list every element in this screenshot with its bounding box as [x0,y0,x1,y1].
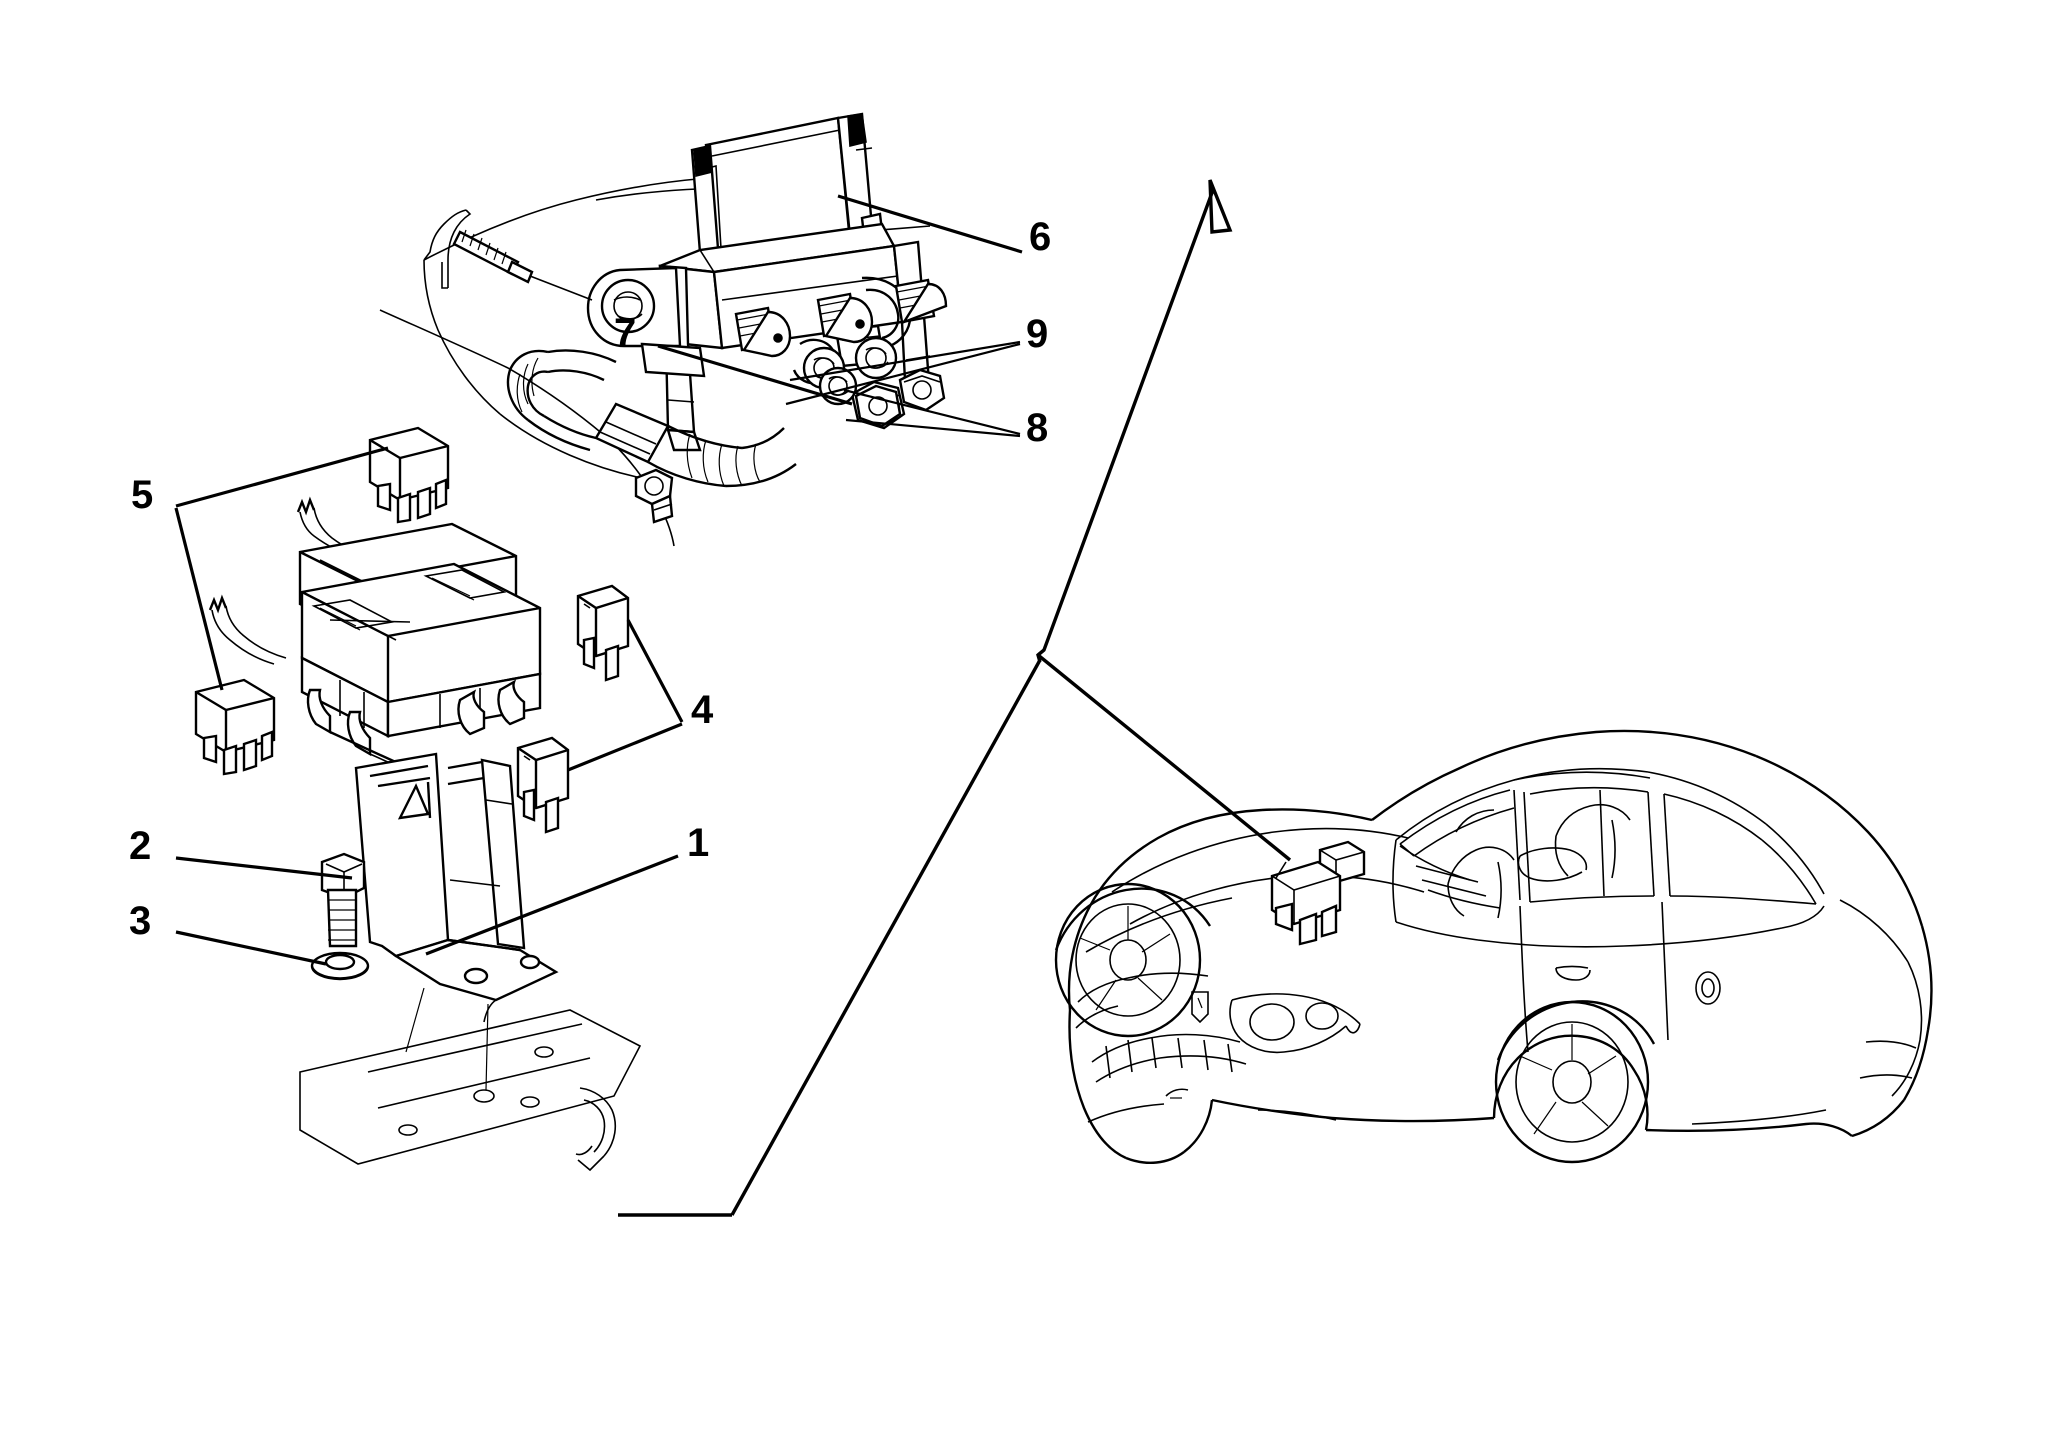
relay-upper-part5 [368,426,450,524]
callout-8: 8 [1026,406,1049,450]
callout-6: 6 [1029,215,1052,259]
callout-3: 3 [129,899,152,943]
screw-row [734,278,948,358]
callout-5: 5 [131,473,154,517]
fuse-box [298,522,542,773]
screw-a [734,306,792,358]
callout-1: 1 [687,821,710,865]
screw-c [894,278,948,325]
threaded-stud [452,229,593,301]
relay-lower-part5 [194,678,276,776]
callout-7: 7 [614,311,637,355]
support-bracket-part1 [354,752,559,1002]
fuse-upper-part4 [576,584,630,682]
callout-9: 9 [1026,312,1049,356]
fuse-lower-part4 [516,736,570,834]
bolt-part2 [320,852,366,948]
leader-lines [174,194,1023,966]
installed-component-marker [1270,840,1366,946]
callout-4: 4 [691,688,714,732]
eyelet-ring-b [854,336,898,380]
vehicle-side-view [1054,729,1933,1164]
vehicle-locator-frame [618,179,1292,1217]
callout-2: 2 [129,824,152,868]
air-hose [506,349,797,524]
washer-part3 [310,951,370,981]
screw-b [816,292,874,344]
chassis-mount-panel [299,987,642,1172]
